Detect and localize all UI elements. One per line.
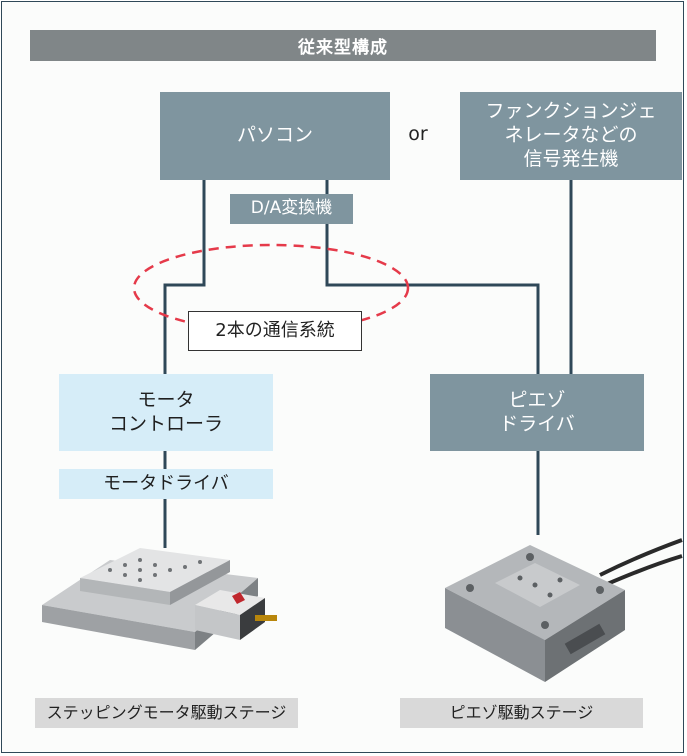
function-generator-box: ファンクションジェ ネレータなどの 信号発生機 (460, 92, 682, 180)
piezo-driver-box: ピエゾ ドライバ (430, 374, 644, 451)
piezo-stage-image (445, 538, 683, 682)
pc-box: パソコン (160, 92, 390, 180)
two-channels-note: 2本の通信系統 (188, 311, 362, 351)
highlight-ellipse (132, 243, 410, 333)
page-title: 従来型構成 (30, 30, 656, 61)
stepping-stage-caption: ステッピングモータ駆動ステージ (35, 698, 298, 728)
line-pc-to-piezo-driver (325, 180, 540, 374)
piezo-stage-caption: ピエゾ駆動ステージ (400, 698, 643, 728)
stepping-motor-stage-image (42, 548, 277, 650)
line-pc-to-motor-controller (163, 180, 206, 374)
or-label: or (408, 123, 428, 146)
da-converter-box: D/A変換機 (230, 194, 353, 224)
motor-driver-box: モータドライバ (59, 469, 273, 499)
motor-controller-box: モータ コントローラ (59, 374, 273, 451)
